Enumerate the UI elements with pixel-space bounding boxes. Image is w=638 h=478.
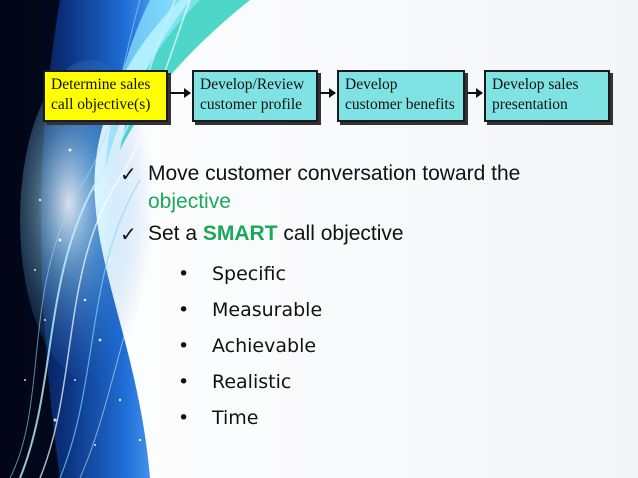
- smart-item-specific: • Specific: [120, 256, 620, 292]
- flow-step-label: customer profile: [200, 96, 303, 113]
- flow-step-label: Develop/Review: [200, 76, 305, 93]
- check-mark-icon: ✓: [120, 162, 137, 186]
- bullet-text: Move customer conversation toward the: [148, 162, 521, 185]
- smart-emphasis: SMART: [202, 222, 278, 245]
- smart-item-time: • Time: [120, 400, 620, 436]
- flow-step-sales-presentation: Develop sales presentation: [484, 70, 610, 122]
- bullet-dot: •: [178, 263, 190, 285]
- bullet-smart-objective: ✓ Set a SMART call objective: [120, 220, 620, 248]
- smart-item-label: Time: [212, 407, 259, 429]
- smart-item-label: Realistic: [212, 371, 292, 393]
- flow-step-label: Determine sales: [51, 76, 151, 93]
- flow-arrow: [467, 88, 483, 98]
- smart-item-achievable: • Achievable: [120, 328, 620, 364]
- flow-step-determine-objective: Determine sales call objective(s): [43, 70, 168, 122]
- smart-item-realistic: • Realistic: [120, 364, 620, 400]
- flow-step-customer-benefits: Develop customer benefits: [337, 70, 465, 122]
- smart-item-label: Achievable: [212, 335, 317, 357]
- bullet-dot: •: [178, 335, 190, 357]
- flow-step-label: Develop: [345, 76, 398, 93]
- flow-arrow: [170, 88, 191, 98]
- flow-step-customer-profile: Develop/Review customer profile: [192, 70, 318, 122]
- bullet-dot: •: [178, 371, 190, 393]
- smart-item-label: Measurable: [212, 299, 323, 321]
- bullet-text-prefix: Set a: [148, 222, 203, 245]
- flow-step-label: call objective(s): [51, 96, 151, 113]
- flow-step-label: Develop sales: [492, 76, 579, 93]
- slide-content: ✓ Move customer conversation toward the …: [120, 160, 620, 436]
- bullet-text-suffix: call objective: [277, 222, 404, 245]
- smart-item-label: Specific: [212, 263, 286, 285]
- flow-arrow: [320, 88, 336, 98]
- bullet-dot: •: [178, 407, 190, 429]
- smart-item-measurable: • Measurable: [120, 292, 620, 328]
- flow-step-label: presentation: [492, 96, 568, 113]
- bullet-dot: •: [178, 299, 190, 321]
- smart-list: • Specific • Measurable • Achievable • Reali…: [120, 256, 620, 436]
- flow-step-label: customer benefits: [345, 96, 455, 113]
- bullet-move-conversation: ✓ Move customer conversation toward the …: [120, 160, 620, 216]
- check-mark-icon: ✓: [120, 222, 137, 246]
- bullet-text-continuation: objective: [148, 190, 231, 213]
